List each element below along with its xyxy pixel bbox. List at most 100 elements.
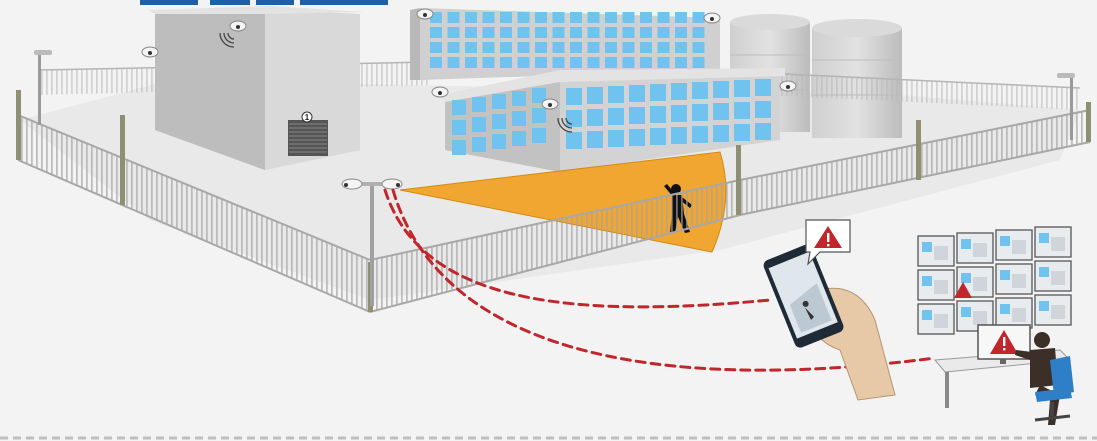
window [713,125,729,142]
window [566,110,582,127]
window [518,57,530,68]
window [518,42,530,53]
window [553,12,565,23]
window [608,130,624,147]
window [492,114,506,129]
window [566,132,582,149]
surveillance-monitor [957,233,993,263]
fence-post [120,115,125,205]
window [553,57,565,68]
window [629,129,645,146]
window [570,42,582,53]
window [532,128,546,143]
camera-icon [382,179,402,189]
building-number-label: 1 [305,113,310,122]
window [535,42,547,53]
window [588,57,600,68]
window [587,109,603,126]
window [640,42,652,53]
camera-icon [704,13,720,23]
window [587,131,603,148]
surveillance-monitor [918,270,954,300]
window [658,27,670,38]
surveillance-monitor [918,236,954,266]
window [430,42,442,53]
window [675,42,687,53]
window [623,42,635,53]
surveillance-monitor [918,304,954,334]
window [755,123,771,140]
window [472,97,486,112]
window [452,140,466,155]
window [535,12,547,23]
window [640,57,652,68]
window [570,27,582,38]
window [605,57,617,68]
window [588,42,600,53]
window [535,57,547,68]
window [623,27,635,38]
header-tabs [140,0,388,5]
window [650,128,666,145]
window [587,87,603,104]
window [629,85,645,102]
window [734,102,750,119]
window [608,86,624,103]
window [658,12,670,23]
window [512,111,526,126]
garage-door [288,120,328,156]
window [500,57,512,68]
window [692,126,708,143]
fence-post [16,90,21,160]
window [566,88,582,105]
window [518,12,530,23]
window [465,57,477,68]
window [629,107,645,124]
window [430,57,442,68]
window [553,27,565,38]
fence-post [916,120,921,180]
camera-icon [780,81,796,91]
window [483,27,495,38]
window [713,103,729,120]
window [570,12,582,23]
window [671,105,687,122]
window [650,84,666,101]
window [570,57,582,68]
window [693,42,705,53]
window [675,57,687,68]
window [465,42,477,53]
window [675,12,687,23]
window [692,82,708,99]
camera-icon [230,21,246,31]
window [623,57,635,68]
window [500,12,512,23]
window [492,134,506,149]
camera-icon [342,179,362,189]
window [692,104,708,121]
window [671,127,687,144]
window [452,120,466,135]
window [658,42,670,53]
window [605,27,617,38]
window [693,57,705,68]
window [623,12,635,23]
window [605,12,617,23]
window [472,137,486,152]
window [650,106,666,123]
window [500,42,512,53]
window [608,108,624,125]
window [640,12,652,23]
window [483,57,495,68]
camera-icon [432,87,448,97]
window [640,27,652,38]
window [588,27,600,38]
window [713,81,729,98]
surveillance-monitor [996,230,1032,260]
window [693,27,705,38]
window [492,94,506,109]
window [500,27,512,38]
camera-icon [417,9,433,19]
window [448,42,460,53]
